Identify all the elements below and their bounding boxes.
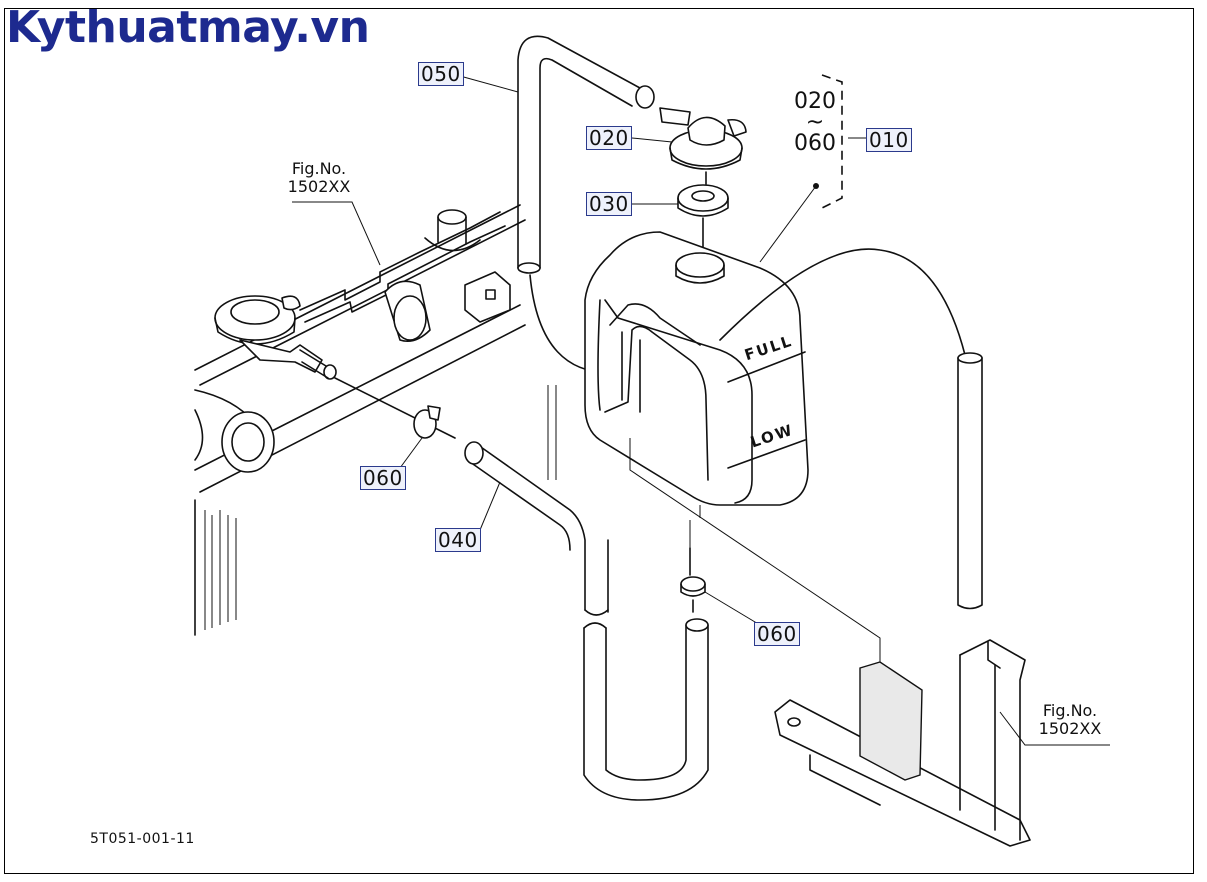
brand-watermark: Kythuatmay.vn: [6, 2, 370, 53]
range-from: 020: [794, 89, 836, 114]
clamp-060-upper: [334, 377, 456, 439]
fig-ref-left-line2: 1502XX: [287, 176, 351, 196]
range-to: 060: [794, 131, 836, 157]
fig-ref-left-line1: Fig.No.: [291, 159, 347, 178]
fig-ref-right-line1: Fig.No.: [1042, 701, 1098, 720]
fig-ref-right[interactable]: Fig.No. 1502XX: [1032, 702, 1108, 737]
part-label-060-lower[interactable]: 060: [754, 622, 800, 646]
drawing-frame: [4, 8, 1194, 874]
clamp-060-lower: [680, 547, 706, 613]
figure-code: 5T051-001-11: [90, 831, 195, 847]
part-label-060-upper[interactable]: 060: [360, 466, 406, 490]
tank-bracket: [774, 639, 1031, 847]
part-label-020[interactable]: 020: [586, 126, 632, 150]
part-label-010[interactable]: 010: [866, 128, 912, 152]
guide-line: [547, 385, 557, 480]
fig-ref-left[interactable]: Fig.No. 1502XX: [283, 160, 355, 195]
hose-040: [464, 441, 709, 801]
part-label-030[interactable]: 030: [586, 192, 632, 216]
part-label-040[interactable]: 040: [435, 528, 481, 552]
packing-030: [677, 184, 729, 249]
range-label: 020 ~ 060: [788, 89, 842, 157]
cap-020: [659, 107, 747, 185]
range-tilde: ~: [805, 110, 825, 136]
fig-ref-right-line2: 1502XX: [1038, 718, 1102, 738]
overflow-tube: [719, 248, 983, 610]
part-label-050[interactable]: 050: [418, 62, 464, 86]
reserve-tank: [584, 231, 881, 672]
range-bracket: [821, 74, 843, 209]
radiator-assembly: [194, 204, 526, 636]
leader-lines: [292, 75, 1110, 746]
